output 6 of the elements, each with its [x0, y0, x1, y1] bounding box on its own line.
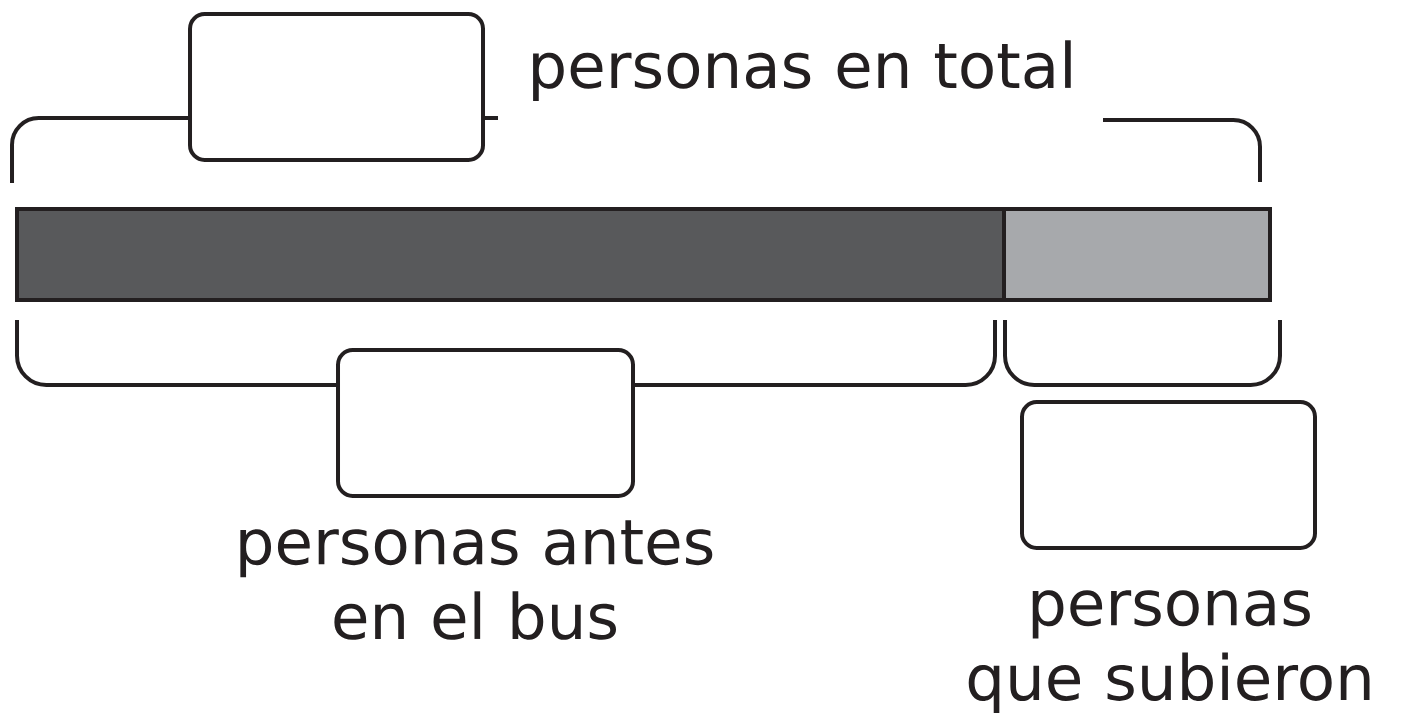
answer-box — [1020, 400, 1317, 550]
caption-text: personas que subieron — [968, 590, 1370, 714]
answer-box — [188, 12, 485, 162]
caption-text: personas en total — [533, 40, 1071, 101]
caption-text: personas antes en el bus — [240, 520, 713, 640]
answer-box — [336, 348, 635, 498]
